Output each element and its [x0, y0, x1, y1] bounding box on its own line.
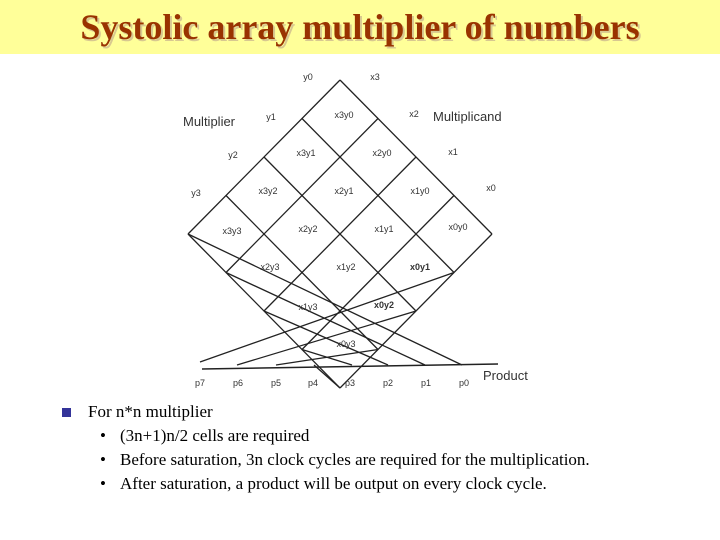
connection-line [313, 364, 341, 389]
array-connections [187, 79, 493, 389]
multiplicand-input-label: x1 [448, 147, 458, 157]
multiplicand-input-label: x2 [409, 109, 419, 119]
cell-label: x0y0 [448, 222, 467, 232]
slide-title: Systolic array multiplier of numbers [80, 7, 640, 47]
cell-label: x3y2 [258, 186, 277, 196]
connection-line [225, 271, 426, 366]
cell-label: x1y2 [336, 262, 355, 272]
cell-label: x3y3 [222, 226, 241, 236]
product-bit-label: p6 [233, 378, 243, 388]
multiplicand-label: Multiplicand [433, 109, 502, 124]
connection-line [263, 310, 389, 366]
connection-line [301, 195, 455, 350]
product-bit-label: p1 [421, 378, 431, 388]
cell-label: x0y2 [374, 300, 394, 310]
connection-line [225, 118, 379, 273]
cell-label: x2y3 [260, 262, 279, 272]
connection-line [199, 271, 455, 363]
cell-label: x3y0 [334, 110, 353, 120]
notes-main-text: For n*n multiplier [88, 402, 213, 421]
multiplier-label: Multiplier [183, 114, 236, 129]
product-bit-label: p3 [345, 378, 355, 388]
cell-label: x2y2 [298, 224, 317, 234]
product-bit-label: p7 [195, 378, 205, 388]
cell-label: x3y1 [296, 148, 315, 158]
cell-label: x1y1 [374, 224, 393, 234]
product-line [201, 363, 499, 370]
notes-bullet: Before saturation, 3n clock cycles are r… [62, 448, 702, 472]
cell-label: x2y1 [334, 186, 353, 196]
cell-label: x0y3 [336, 339, 355, 349]
multiplier-input-label: y2 [228, 150, 238, 160]
multiplier-input-label: y3 [191, 188, 201, 198]
notes-bullet: After saturation, a product will be outp… [62, 472, 702, 496]
cell-label: x0y1 [410, 262, 430, 272]
cell-label: x1y0 [410, 186, 429, 196]
systolic-array-diagram: Multiplier Multiplicand Product y0 y1 y2 y3… [183, 72, 528, 389]
product-bit-label: p2 [383, 378, 393, 388]
product-bit-label: p5 [271, 378, 281, 388]
connection-line [301, 348, 353, 366]
cell-label: x1y3 [298, 302, 317, 312]
multiplicand-input-label: x0 [486, 183, 496, 193]
connection-line [187, 79, 341, 235]
connection-line [187, 233, 463, 366]
product-bit-label: p4 [308, 378, 318, 388]
title-bar [0, 0, 720, 54]
product-label: Product [483, 368, 528, 383]
multiplier-input-label: y1 [266, 112, 276, 122]
product-bit-label: p0 [459, 378, 469, 388]
connection-line [263, 156, 417, 312]
array-labels: y0 y1 y2 y3 x3 x2 x1 x0 x3y0 x3y1 x2y0 x3y2 x2y1 x1y0… [191, 72, 496, 388]
square-bullet-icon [62, 408, 71, 417]
notes-bullet: (3n+1)n/2 cells are required [62, 424, 702, 448]
cell-label: x2y0 [372, 148, 391, 158]
notes: For n*n multiplier (3n+1)n/2 cells are r… [62, 400, 702, 496]
notes-main-item: For n*n multiplier [62, 400, 702, 424]
multiplicand-input-label: x3 [370, 72, 380, 82]
multiplier-input-label: y0 [303, 72, 313, 82]
notes-sublist: (3n+1)n/2 cells are required Before satu… [62, 424, 702, 496]
